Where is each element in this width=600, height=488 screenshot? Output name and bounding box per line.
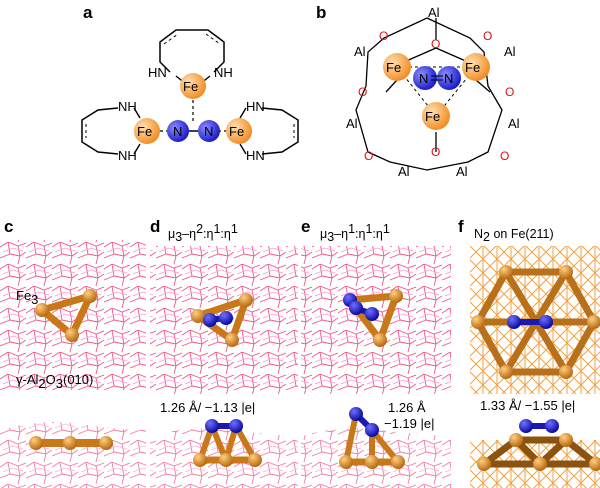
fe-label: Fe (183, 79, 198, 94)
fe-atom (422, 102, 450, 130)
o-label: O (431, 37, 440, 51)
panel-label-f: f (458, 217, 464, 236)
o-label: O (358, 85, 367, 99)
fe-atom (383, 53, 411, 81)
charge-annotation-e: −1.19 |e| (384, 416, 435, 431)
panel-b-structure: Al Al Al Al Al Al Al O O O O O O O O Fe … (346, 5, 520, 179)
bond-charge-annotation-f: 1.33 Å/ −1.55 |e| (480, 398, 575, 413)
al-label: Al (398, 164, 410, 179)
n-label: N (173, 124, 182, 139)
bond-charge-annotation-d: 1.26 Å/ −1.13 |e| (160, 400, 255, 415)
n-label: N (419, 71, 428, 86)
mode-label-d: μ3–η2:η1:η1 (168, 222, 238, 244)
n-atom (437, 66, 461, 90)
al-label: Al (346, 116, 358, 131)
fe-label: Fe (425, 109, 440, 124)
panel-label-e: e (301, 217, 310, 236)
hn-label: HN (246, 148, 265, 163)
n-label: N (444, 71, 453, 86)
panel-c-structure: Fe3 γ-Al2O3(010) (0, 240, 146, 488)
fe-label: Fe (465, 60, 480, 75)
panel-d-structure: μ3–η2:η1:η1 1.26 Å/ −1.13 |e| (150, 222, 298, 488)
n-atom-right (198, 120, 220, 142)
al-label: Al (456, 164, 468, 179)
fe-label: Fe (229, 124, 244, 139)
nh-label: NH (118, 148, 137, 163)
nh-label: NH (118, 99, 137, 114)
o-label: O (431, 145, 440, 159)
fe-atom (462, 53, 490, 81)
nh-label: NH (214, 65, 233, 80)
o-label: O (379, 29, 388, 43)
panel-label-d: d (150, 217, 160, 236)
fe-label: Fe (386, 60, 401, 75)
panel-label-c: c (4, 217, 13, 236)
n-atom (413, 66, 437, 90)
o-label: O (483, 29, 492, 43)
al-label: Al (354, 44, 366, 59)
bond-length-annotation-e: 1.26 Å (388, 400, 426, 415)
panel-a-structure: Fe Fe Fe N N HN NH NH NH HN HN (81, 29, 299, 163)
panel-f-title: N2 on Fe(211) (474, 227, 554, 244)
fe-atom-left (134, 118, 160, 144)
o-label: O (505, 85, 514, 99)
support-label: γ-Al2O3(010) (16, 372, 93, 391)
al-label: Al (508, 116, 520, 131)
hn-label: HN (246, 99, 265, 114)
o-label: O (364, 149, 373, 163)
fe3-label: Fe3 (16, 288, 38, 307)
panel-e-structure: μ3–η1:η1:η1 1.26 Å −1.19 |e| (301, 222, 451, 488)
fe-label: Fe (137, 124, 152, 139)
n-atom-left (167, 120, 189, 142)
fe-atom-top (180, 73, 206, 99)
hn-label: HN (148, 65, 167, 80)
mode-label-e: μ3–η1:η1:η1 (320, 222, 390, 244)
panel-label-a: a (83, 3, 93, 22)
al-label: Al (428, 5, 440, 20)
fe-atom-right (226, 118, 252, 144)
al-label: Al (504, 44, 516, 59)
panel-label-b: b (316, 3, 326, 22)
o-label: O (500, 149, 509, 163)
panel-f-structure: N2 on Fe(211) 1.33 Å/ −1.55 |e| (470, 227, 600, 488)
n-label: N (204, 124, 213, 139)
